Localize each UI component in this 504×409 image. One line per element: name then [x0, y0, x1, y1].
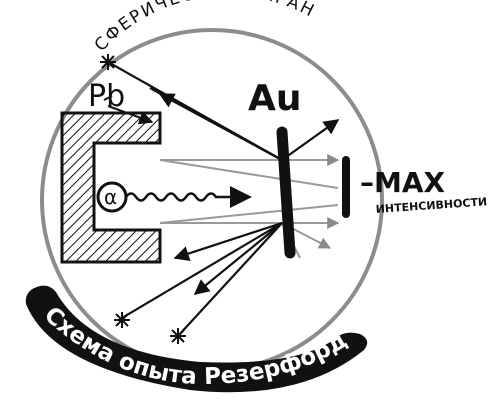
gold-label: Au: [248, 78, 302, 119]
alpha-wave: [126, 194, 232, 201]
scintillation-star-top: [100, 54, 116, 70]
scintillation-star-left: [114, 312, 130, 328]
max-label: –MAX: [360, 166, 446, 199]
lower-scatter-arrow: [195, 223, 282, 294]
gold-foil: [282, 132, 290, 253]
alpha-arrowhead: [230, 186, 252, 208]
alpha-symbol: α: [104, 185, 117, 209]
lead-label: Pb: [88, 79, 125, 114]
undeflected-rays: [160, 160, 338, 223]
scintillation-star-bottom: [170, 328, 186, 344]
